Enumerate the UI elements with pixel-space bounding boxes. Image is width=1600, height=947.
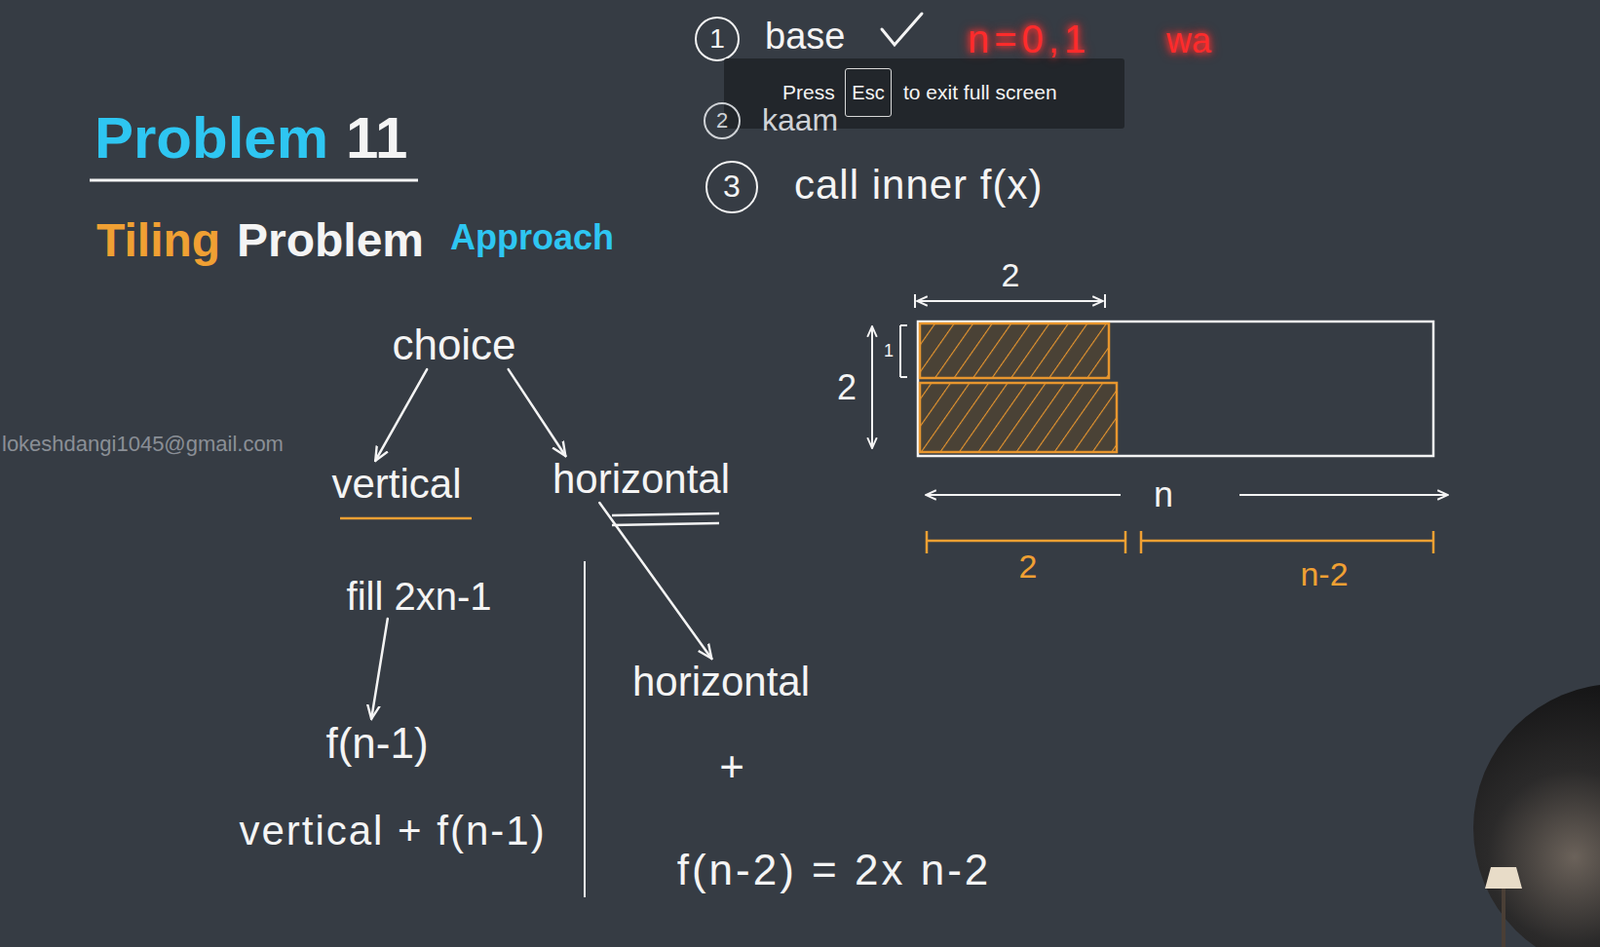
- dimension-label: n-2: [1299, 557, 1348, 593]
- step-text: fill 2xn-1: [341, 573, 498, 619]
- node-text: Press: [782, 81, 836, 104]
- webcam-bubble: [1473, 684, 1600, 947]
- recursive-call: f(n-1): [319, 719, 434, 768]
- step-note: base: [764, 17, 845, 57]
- node-text: vertical: [331, 462, 461, 506]
- tile-fill: [919, 382, 1117, 453]
- dimension-tick: [1140, 531, 1143, 554]
- dimension-label: 1: [883, 342, 894, 361]
- node-text: 1: [709, 24, 725, 53]
- dimension-tick: [1432, 531, 1436, 554]
- dimension-line: [871, 326, 874, 449]
- dimension-tick: [900, 324, 908, 327]
- horizontal-tile: [919, 323, 1109, 379]
- underline: [611, 513, 720, 516]
- dimension-tick: [914, 294, 916, 308]
- step-text: horizontal: [626, 658, 816, 706]
- circled-number: 1: [694, 16, 740, 62]
- dimension-label: 2: [1019, 549, 1038, 585]
- slide-heading: 11: [345, 107, 408, 169]
- slide-subheading: Problem: [236, 216, 424, 266]
- tile-fill: [919, 323, 1109, 379]
- base-case-note: wa: [1166, 22, 1212, 60]
- length-arrow: [1239, 494, 1448, 496]
- node-text: horizontal: [552, 457, 730, 501]
- formula-text: vertical + f(n-1): [238, 809, 546, 853]
- dimension-tick: [1124, 531, 1128, 554]
- slide-heading: Problem: [94, 107, 329, 169]
- divider: [583, 561, 586, 898]
- slide-tag: Approach: [450, 219, 614, 257]
- dimension-label: n: [1153, 476, 1174, 514]
- dimension-tick: [1104, 294, 1106, 308]
- underline: [611, 523, 720, 526]
- connector-arrow: [508, 369, 567, 457]
- node-text: 2: [716, 109, 728, 132]
- board-outline: [917, 321, 1434, 457]
- title-underline: [89, 179, 419, 183]
- dimension-line: [916, 300, 1104, 303]
- lamp-stand: [1501, 888, 1506, 947]
- dimension-line: [926, 539, 1126, 543]
- connector-arrow: [375, 369, 427, 461]
- branch-label: vertical: [325, 460, 467, 508]
- dimension-bracket: [899, 325, 902, 378]
- node-text: fill 2xn-1: [346, 575, 493, 617]
- base-case-note: n=0,1: [967, 18, 1091, 60]
- dimension-line: [1141, 539, 1434, 543]
- slide-subheading: Tiling: [96, 216, 221, 266]
- step-note: kaam: [761, 104, 839, 138]
- node-text: to exit full screen: [903, 81, 1058, 104]
- connector-arrow: [371, 618, 388, 720]
- dimension-tick: [900, 376, 908, 379]
- underline: [340, 517, 472, 521]
- branch-label: horizontal: [546, 456, 736, 503]
- fullscreen-hint: Press to exit full screen Esc: [723, 58, 1125, 129]
- node-text: choice: [391, 322, 516, 368]
- lamp-shade: [1485, 867, 1523, 889]
- connector-arrow: [599, 502, 712, 659]
- dimension-tick: [925, 531, 929, 554]
- horizontal-tile: [919, 382, 1117, 453]
- watermark: lokeshdangi1045@gmail.com: [1, 432, 284, 456]
- check-mark: [881, 13, 922, 45]
- node-text: 3: [723, 170, 741, 204]
- choice-node: choice: [385, 320, 522, 370]
- length-arrow: [925, 494, 1121, 496]
- formula-text: f(n-2) = 2x n-2: [677, 847, 992, 893]
- node-text: f(n-1): [325, 721, 428, 766]
- operator: +: [719, 744, 745, 790]
- circled-number: 2: [703, 102, 741, 140]
- node-text: Esc: [851, 82, 884, 104]
- key-cap: Esc: [844, 68, 892, 117]
- circled-number: 3: [705, 160, 759, 214]
- dimension-label: 2: [1001, 258, 1021, 294]
- step-note: call inner f(x): [794, 163, 1043, 207]
- dimension-label: 2: [837, 369, 857, 407]
- node-text: horizontal: [632, 660, 810, 704]
